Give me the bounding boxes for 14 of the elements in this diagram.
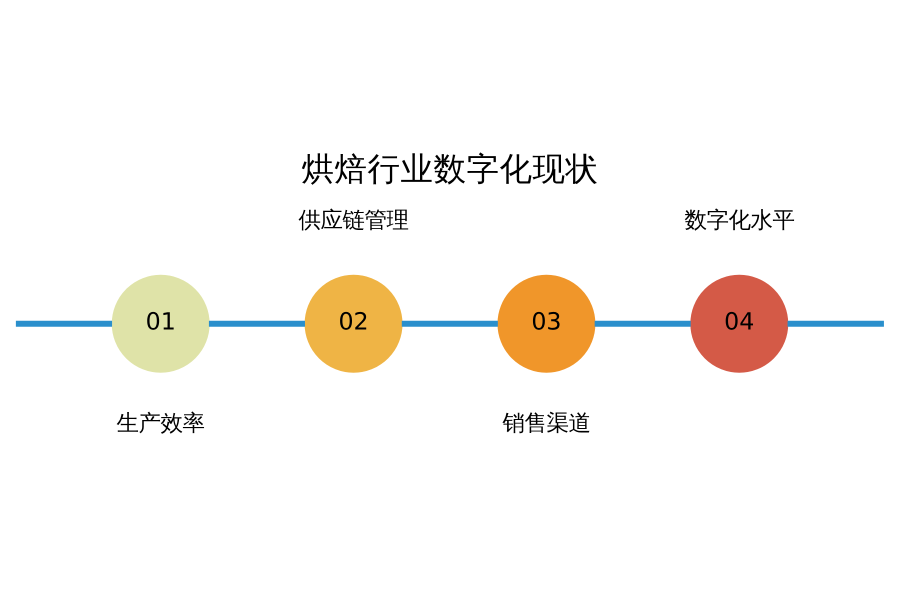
node-label: 供应链管理 [298, 207, 409, 234]
connector [402, 320, 498, 327]
connector [16, 320, 112, 327]
node-circle: 02 [304, 274, 403, 373]
connector [594, 320, 691, 327]
diagram-title: 烘焙行业数字化现状 [302, 150, 598, 188]
node-circle: 03 [497, 274, 596, 373]
node-label: 生产效率 [116, 410, 205, 437]
node-label: 数字化水平 [684, 207, 794, 234]
node-circle: 01 [112, 274, 210, 373]
node-label: 销售渠道 [502, 410, 590, 437]
connector [208, 320, 305, 327]
connector [788, 320, 884, 327]
node-circle: 04 [690, 274, 788, 373]
